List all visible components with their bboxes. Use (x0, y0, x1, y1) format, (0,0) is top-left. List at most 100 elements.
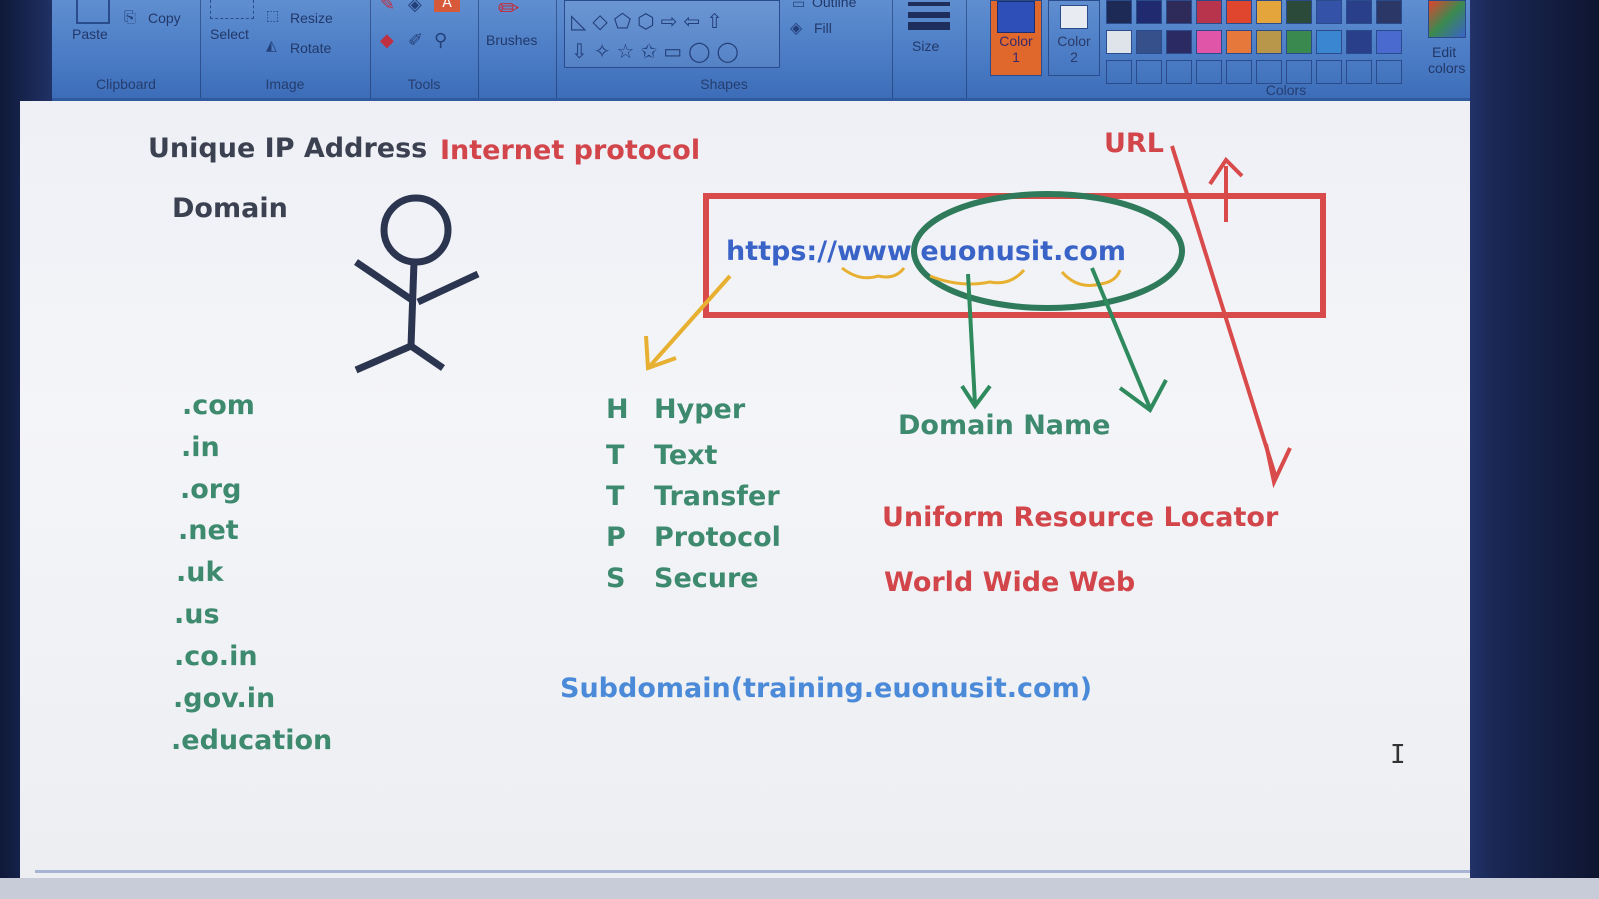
palette-swatch-empty[interactable] (1196, 60, 1222, 84)
tld-item: .co.in (174, 641, 258, 672)
stick-figure-left-leg (354, 342, 413, 374)
copy-icon: ⎘ (124, 8, 137, 26)
shapes-gallery[interactable]: ◺◇⬠⬡⇨⇦⇧ ⇩✧☆✩▭◯◯ (564, 0, 780, 68)
paste-button[interactable]: Paste (72, 26, 108, 42)
edit-colors-label-2[interactable]: colors (1428, 60, 1466, 76)
domain-ellipse (911, 191, 1185, 311)
palette-swatch-empty[interactable] (1166, 60, 1192, 84)
shapes-row-2[interactable]: ⇩✧☆✩▭◯◯ (571, 41, 745, 63)
http-letter: H (606, 394, 629, 425)
tld-item: .net (178, 515, 239, 546)
rotate-button[interactable]: Rotate (290, 40, 332, 56)
image-label: Image (265, 76, 305, 92)
color2-swatch (1060, 5, 1088, 29)
stick-figure-head (380, 194, 452, 266)
color1-swatch (997, 1, 1035, 33)
tld-item: .us (174, 599, 220, 630)
outline-button[interactable]: Outline (812, 0, 857, 10)
palette-swatch[interactable] (1166, 30, 1192, 54)
palette-swatch[interactable] (1316, 30, 1342, 54)
clipboard-label: Clipboard (96, 76, 156, 92)
palette-swatch-empty[interactable] (1346, 60, 1372, 84)
http-word: Hyper (654, 394, 746, 425)
color2-button[interactable]: Color 2 (1048, 0, 1100, 76)
palette-swatch[interactable] (1166, 0, 1192, 24)
subdomain-example: Subdomain(training.euonusit.com) (560, 673, 1093, 704)
domain-arrow-line (966, 273, 977, 405)
size-button[interactable]: Size (912, 38, 940, 54)
palette-swatch-empty[interactable] (1376, 60, 1402, 84)
palette-swatch-empty[interactable] (1106, 60, 1132, 84)
paint-ribbon: Paste ⎘ Copy Clipboard Select ⬚ Resize ◭… (52, 0, 1470, 101)
url-text: https://www.euonusit.com (726, 236, 1127, 267)
palette-swatch[interactable] (1346, 30, 1372, 54)
palette-swatch[interactable] (1376, 30, 1402, 54)
drawing-canvas[interactable] (20, 101, 1470, 881)
palette-swatch[interactable] (1346, 0, 1372, 24)
shapes-row-1[interactable]: ◺◇⬠⬡⇨⇦⇧ (571, 11, 729, 33)
resize-button[interactable]: Resize (290, 10, 333, 26)
palette-swatch-empty[interactable] (1256, 60, 1282, 84)
monitor-bezel-right (1469, 0, 1599, 899)
copy-button[interactable]: Copy (148, 10, 181, 26)
tld-item: .org (180, 474, 242, 505)
palette-swatch[interactable] (1226, 30, 1252, 54)
palette-swatch-empty[interactable] (1226, 60, 1252, 84)
paste-icon[interactable] (76, 0, 110, 24)
stick-figure-right-leg (409, 343, 445, 371)
select-button[interactable]: Select (210, 26, 249, 42)
edit-colors-label[interactable]: Edit (1432, 44, 1457, 60)
color2-label: Color (1057, 33, 1091, 49)
tld-item: .in (181, 432, 220, 463)
palette-swatch[interactable] (1106, 0, 1132, 24)
fill-bucket-icon[interactable]: ◈ (408, 0, 422, 15)
palette-swatch-empty[interactable] (1316, 60, 1342, 84)
url-arrow-head (1264, 443, 1292, 489)
colors-group: Edit colors Colors (1102, 0, 1470, 98)
palette-swatch-empty[interactable] (1286, 60, 1312, 84)
fill-icon[interactable]: ◈ (790, 18, 803, 37)
www-underline (841, 266, 906, 280)
http-letter: T (606, 481, 625, 512)
palette-swatch[interactable] (1196, 30, 1222, 54)
palette-swatch[interactable] (1316, 0, 1342, 24)
size-line-2 (908, 12, 950, 18)
palette-swatch[interactable] (1196, 0, 1222, 24)
outline-icon[interactable]: ▭ (792, 0, 806, 12)
resize-icon: ⬚ (266, 8, 280, 24)
tld-arrow-head (1118, 379, 1168, 413)
palette-swatch[interactable] (1256, 30, 1282, 54)
edit-colors-icon[interactable] (1428, 0, 1466, 38)
brushes-group: ✏ Brushes (478, 0, 557, 98)
fill-button[interactable]: Fill (814, 20, 832, 36)
color-picker-icon[interactable]: ✐ (408, 30, 424, 51)
palette-swatch[interactable] (1106, 30, 1132, 54)
shapes-group: ◺◇⬠⬡⇨⇦⇧ ⇩✧☆✩▭◯◯ ▭ Outline ◈ Fill Shapes (556, 0, 893, 98)
text-tool-icon[interactable]: A (434, 0, 460, 12)
color1-button[interactable]: Color 1 (990, 0, 1042, 76)
name-underline (929, 268, 1026, 286)
select-icon[interactable] (210, 0, 254, 19)
palette-swatch[interactable] (1376, 0, 1402, 24)
palette-swatch[interactable] (1136, 30, 1162, 54)
palette-swatch[interactable] (1136, 0, 1162, 24)
size-group: Size (892, 0, 967, 98)
tld-item: .com (182, 390, 255, 421)
image-group: Select ⬚ Resize ◭ Rotate Image (200, 0, 371, 98)
https-arrow-head (644, 335, 677, 371)
https-arrow-line (648, 274, 732, 368)
palette-swatch[interactable] (1286, 30, 1312, 54)
colors-label: Colors (1265, 82, 1307, 98)
palette-swatch[interactable] (1226, 0, 1252, 24)
brushes-button[interactable]: Brushes (486, 32, 538, 48)
eraser-icon[interactable]: ◆ (380, 30, 394, 51)
magnifier-icon[interactable]: ⚲ (434, 30, 448, 51)
stick-figure-left-arm (354, 259, 414, 303)
palette-swatch-empty[interactable] (1136, 60, 1162, 84)
palette-swatch[interactable] (1286, 0, 1312, 24)
palette-swatch[interactable] (1256, 0, 1282, 24)
http-letter: P (606, 522, 626, 553)
pencil-icon[interactable]: ✎ (380, 0, 396, 15)
brush-icon[interactable]: ✏ (498, 0, 520, 24)
www-expansion: World Wide Web (884, 567, 1136, 598)
